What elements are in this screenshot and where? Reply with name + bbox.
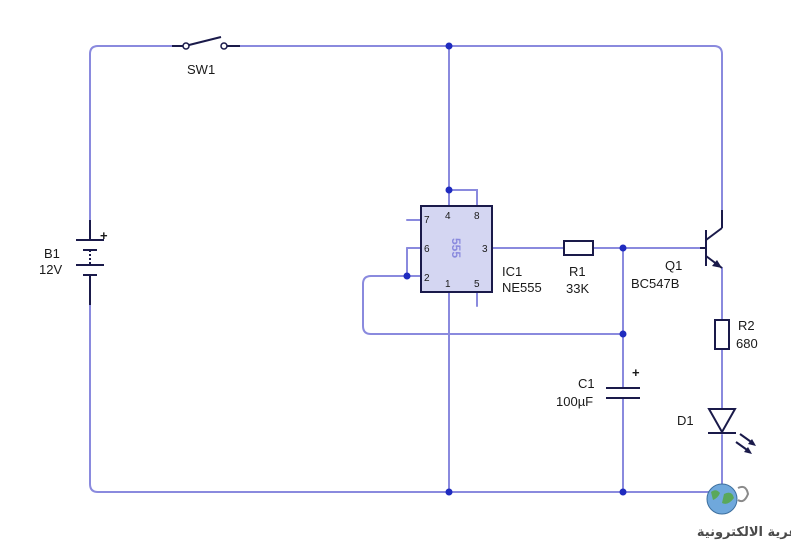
wire-bottom-rail xyxy=(89,304,723,493)
ic1-label: IC1 xyxy=(502,264,522,279)
ic-body-text: 555 xyxy=(449,238,463,258)
wire-pin6-pin2 xyxy=(406,247,422,277)
junction-dots xyxy=(403,42,627,496)
switch-sw1: SW1 xyxy=(172,36,240,77)
junction-dot xyxy=(445,186,453,194)
b1-label: B1 xyxy=(44,246,60,261)
ic-pin-6: 6 xyxy=(424,244,430,255)
ic-555: 7 4 8 6 3 2 1 5 555 IC1 NE555 xyxy=(420,205,542,295)
q1-label: Q1 xyxy=(665,258,682,273)
junction-dot xyxy=(403,272,411,280)
r1-label: R1 xyxy=(569,264,586,279)
globe-logo-icon xyxy=(706,483,750,515)
battery-polarity: + xyxy=(100,228,108,243)
ic-pin-1: 1 xyxy=(445,279,451,290)
wire-battery-to-switch xyxy=(89,45,173,221)
watermark-text: القرية الالكترونية xyxy=(697,525,791,540)
ic-body xyxy=(420,205,493,293)
ic-pin-2: 2 xyxy=(424,273,430,284)
wire-feedback-loop xyxy=(362,275,624,335)
d1-label: D1 xyxy=(677,413,694,428)
b1-value: 12V xyxy=(39,262,62,277)
wire-top-rail xyxy=(239,45,723,211)
r2-value: 680 xyxy=(736,336,758,351)
junction-dot xyxy=(619,330,627,338)
c1-value: 100µF xyxy=(556,394,593,409)
resistor-r2: R2 680 xyxy=(714,318,758,351)
c1-label: C1 xyxy=(578,376,595,391)
junction-dot xyxy=(619,488,627,496)
ic-pin-7: 7 xyxy=(424,215,430,226)
led-d1: D1 xyxy=(677,408,756,454)
r2-label: R2 xyxy=(738,318,755,333)
ic-pin-8: 8 xyxy=(474,211,480,222)
light-emission-arrows-icon xyxy=(735,433,756,454)
capacitor-c1: + C1 100µF xyxy=(556,365,640,409)
junction-dot xyxy=(445,42,453,50)
transistor-q1: Q1 BC547B xyxy=(631,210,723,291)
ic-pin-3: 3 xyxy=(482,244,488,255)
wire-pin4-pin8 xyxy=(448,189,478,207)
watermark: القرية الالكترونية xyxy=(697,483,791,540)
ic1-part: NE555 xyxy=(502,280,542,295)
junction-dot xyxy=(445,488,453,496)
r1-value: 33K xyxy=(566,281,589,296)
junction-dot xyxy=(619,244,627,252)
q1-part: BC547B xyxy=(631,276,679,291)
resistor-r1: R1 33K xyxy=(563,240,594,296)
ic-pin-5: 5 xyxy=(474,279,480,290)
battery-b1: + B1 12V xyxy=(39,220,108,305)
sw1-label: SW1 xyxy=(187,62,215,77)
ic-pin-4: 4 xyxy=(445,211,451,222)
c1-polarity: + xyxy=(632,365,640,380)
wires xyxy=(89,45,723,493)
